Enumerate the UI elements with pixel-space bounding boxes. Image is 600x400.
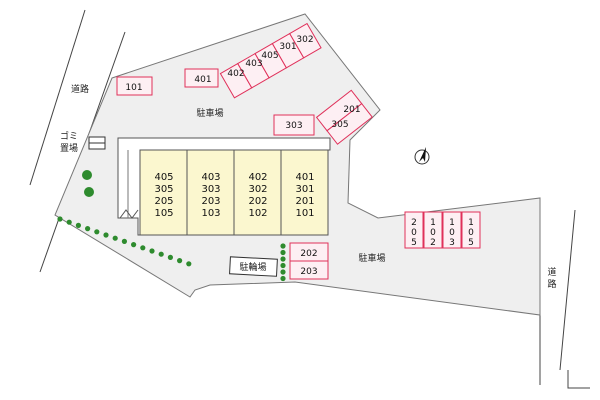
bike-parking-label: 駐輪場 [239,261,266,273]
unit-label: 201 [295,196,314,207]
road-label-right: 道 [547,266,556,278]
unit-column-3 [233,149,282,236]
tree-icon [82,170,92,180]
stall-label: 101 [125,83,142,93]
stall-label: 0 [430,228,436,238]
stall-label: 303 [285,121,302,131]
unit-label: 305 [154,184,173,195]
parking-stall [404,211,424,249]
parking-label-right: 駐車場 [358,252,385,264]
hedge-dot [112,235,118,241]
parking-stall [289,22,322,59]
garbage-label: 置場 [60,142,78,154]
stall-label: 2 [430,238,436,248]
stall-label: 403 [245,59,262,69]
stall-label: 0 [411,228,417,238]
hedge-dot [280,262,286,269]
parking-label-top: 駐車場 [196,107,223,119]
hedge-dot [186,261,192,267]
stall-label: 2 [411,218,417,228]
stall-label: 1 [430,218,436,228]
hedge-dot [94,229,100,235]
stall-label: 202 [300,249,317,259]
bike-parking [229,256,278,277]
hedge-dot [280,249,286,256]
unit-label: 102 [248,208,267,219]
parking-stall [423,211,443,249]
stall-label: 401 [194,75,211,85]
parking-stall [116,76,153,96]
road-left-edge-1 [29,9,86,186]
parking-stall [326,102,373,145]
road-right-corner [567,370,590,389]
hedge-dot [280,269,286,275]
stall-label: 201 [343,105,360,115]
parking-corner [315,89,373,145]
stall-label: 0 [468,228,474,238]
stall-label: 0 [449,228,455,238]
unit-label: 101 [295,208,314,219]
stall-label: 405 [261,51,278,61]
parking-stall [442,211,462,249]
unit-label: 302 [248,184,267,195]
unit-label: 105 [154,208,173,219]
unit-label: 202 [248,196,267,207]
parking-right-row [404,211,481,249]
building-units: 405 305 205 105 403 303 203 103 402 302 … [139,149,329,236]
unit-label: 103 [201,208,220,219]
parking-stall [184,68,219,88]
stall-label: 402 [227,69,244,79]
hedge-dot [280,243,286,249]
unit-label: 303 [201,184,220,195]
hedge-dot [75,222,81,228]
unit-column-2 [186,149,235,236]
unit-label: 403 [201,172,220,183]
stall-label: 3 [449,238,455,248]
unit-label: 203 [201,196,220,207]
hedge-dot [158,251,164,257]
unit-label: 401 [295,172,314,183]
road-label-left: 道路 [71,83,89,95]
stall-label: 203 [300,267,317,277]
stall-label: 302 [296,35,313,45]
hedge-dot [85,226,91,232]
tree-icon [57,216,192,267]
garbage-label: ゴミ [60,130,78,142]
hedge-dot [280,256,286,262]
stall-label: 305 [331,120,348,130]
hedge-dot [167,254,173,260]
building-entrance [119,209,139,219]
hedge-dot [57,216,63,222]
parking-stall [289,260,329,280]
parking-stall [461,211,481,249]
hedge-dot [103,232,109,238]
road-right-edge-2 [559,209,576,371]
unit-column-4 [280,149,329,236]
hedge-dot [177,258,183,264]
road-label-right: 路 [547,278,556,290]
stall-label: 5 [411,238,417,248]
stall-label: 301 [279,42,296,52]
hedge-dot [131,242,137,248]
stall-label: 5 [468,238,474,248]
hedge-dot [121,238,127,244]
tree-icon [280,243,286,282]
parking-top-row [219,22,322,99]
unit-label: 405 [154,172,173,183]
hedge-dot [280,275,286,282]
parking-stall [273,114,315,136]
north-arrow-icon [414,147,430,165]
unit-label: 402 [248,172,267,183]
unit-label: 301 [295,184,314,195]
hedge-dot [66,219,72,225]
hedge-dot [149,248,155,254]
stall-label: 1 [468,218,474,228]
hedge-dot [140,245,146,251]
tree-icon [84,187,94,197]
stall-label: 1 [449,218,455,228]
unit-label: 205 [154,196,173,207]
